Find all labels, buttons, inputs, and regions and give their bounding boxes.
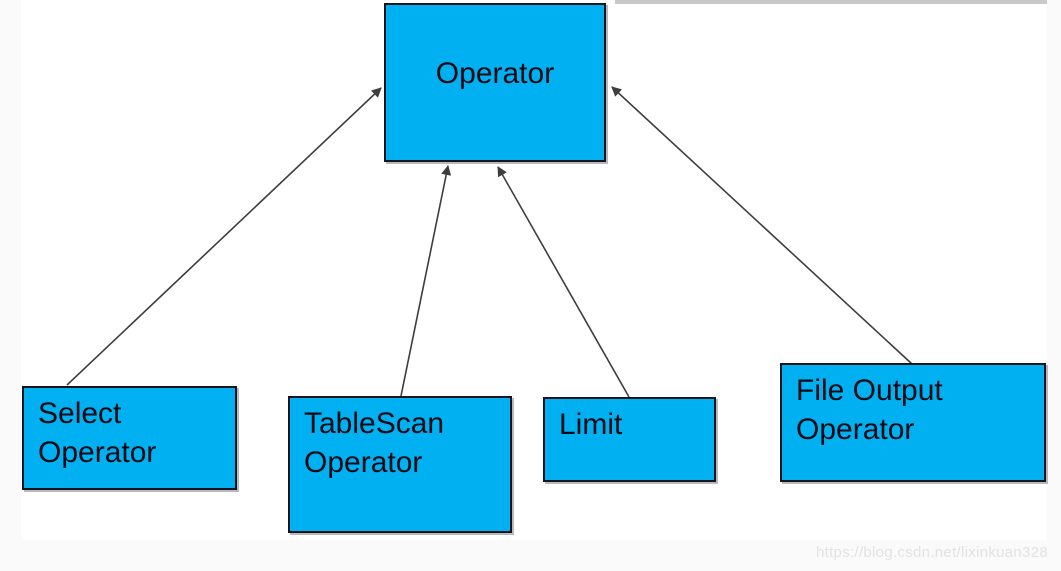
node-tablescan-operator: TableScan Operator <box>288 396 512 533</box>
top-divider-line <box>615 0 1047 4</box>
arrow-select-to-operator <box>66 87 382 386</box>
node-file-output-operator: File Output Operator <box>780 363 1046 482</box>
node-tablescan-operator-label: TableScan Operator <box>304 407 445 479</box>
node-operator: Operator <box>384 3 606 162</box>
node-select-operator: Select Operator <box>22 386 237 490</box>
node-select-operator-label: Select Operator <box>38 397 157 469</box>
watermark-text: https://blog.csdn.net/lixinkuan328 <box>815 544 1048 561</box>
node-limit-label: Limit <box>559 408 623 441</box>
node-operator-label: Operator <box>435 57 555 90</box>
arrow-fileoutput-to-operator <box>611 86 913 365</box>
node-file-output-operator-label: File Output Operator <box>796 374 943 446</box>
arrow-tablescan-to-operator <box>400 165 452 397</box>
node-limit: Limit <box>543 397 716 482</box>
arrow-limit-to-operator <box>497 166 630 398</box>
